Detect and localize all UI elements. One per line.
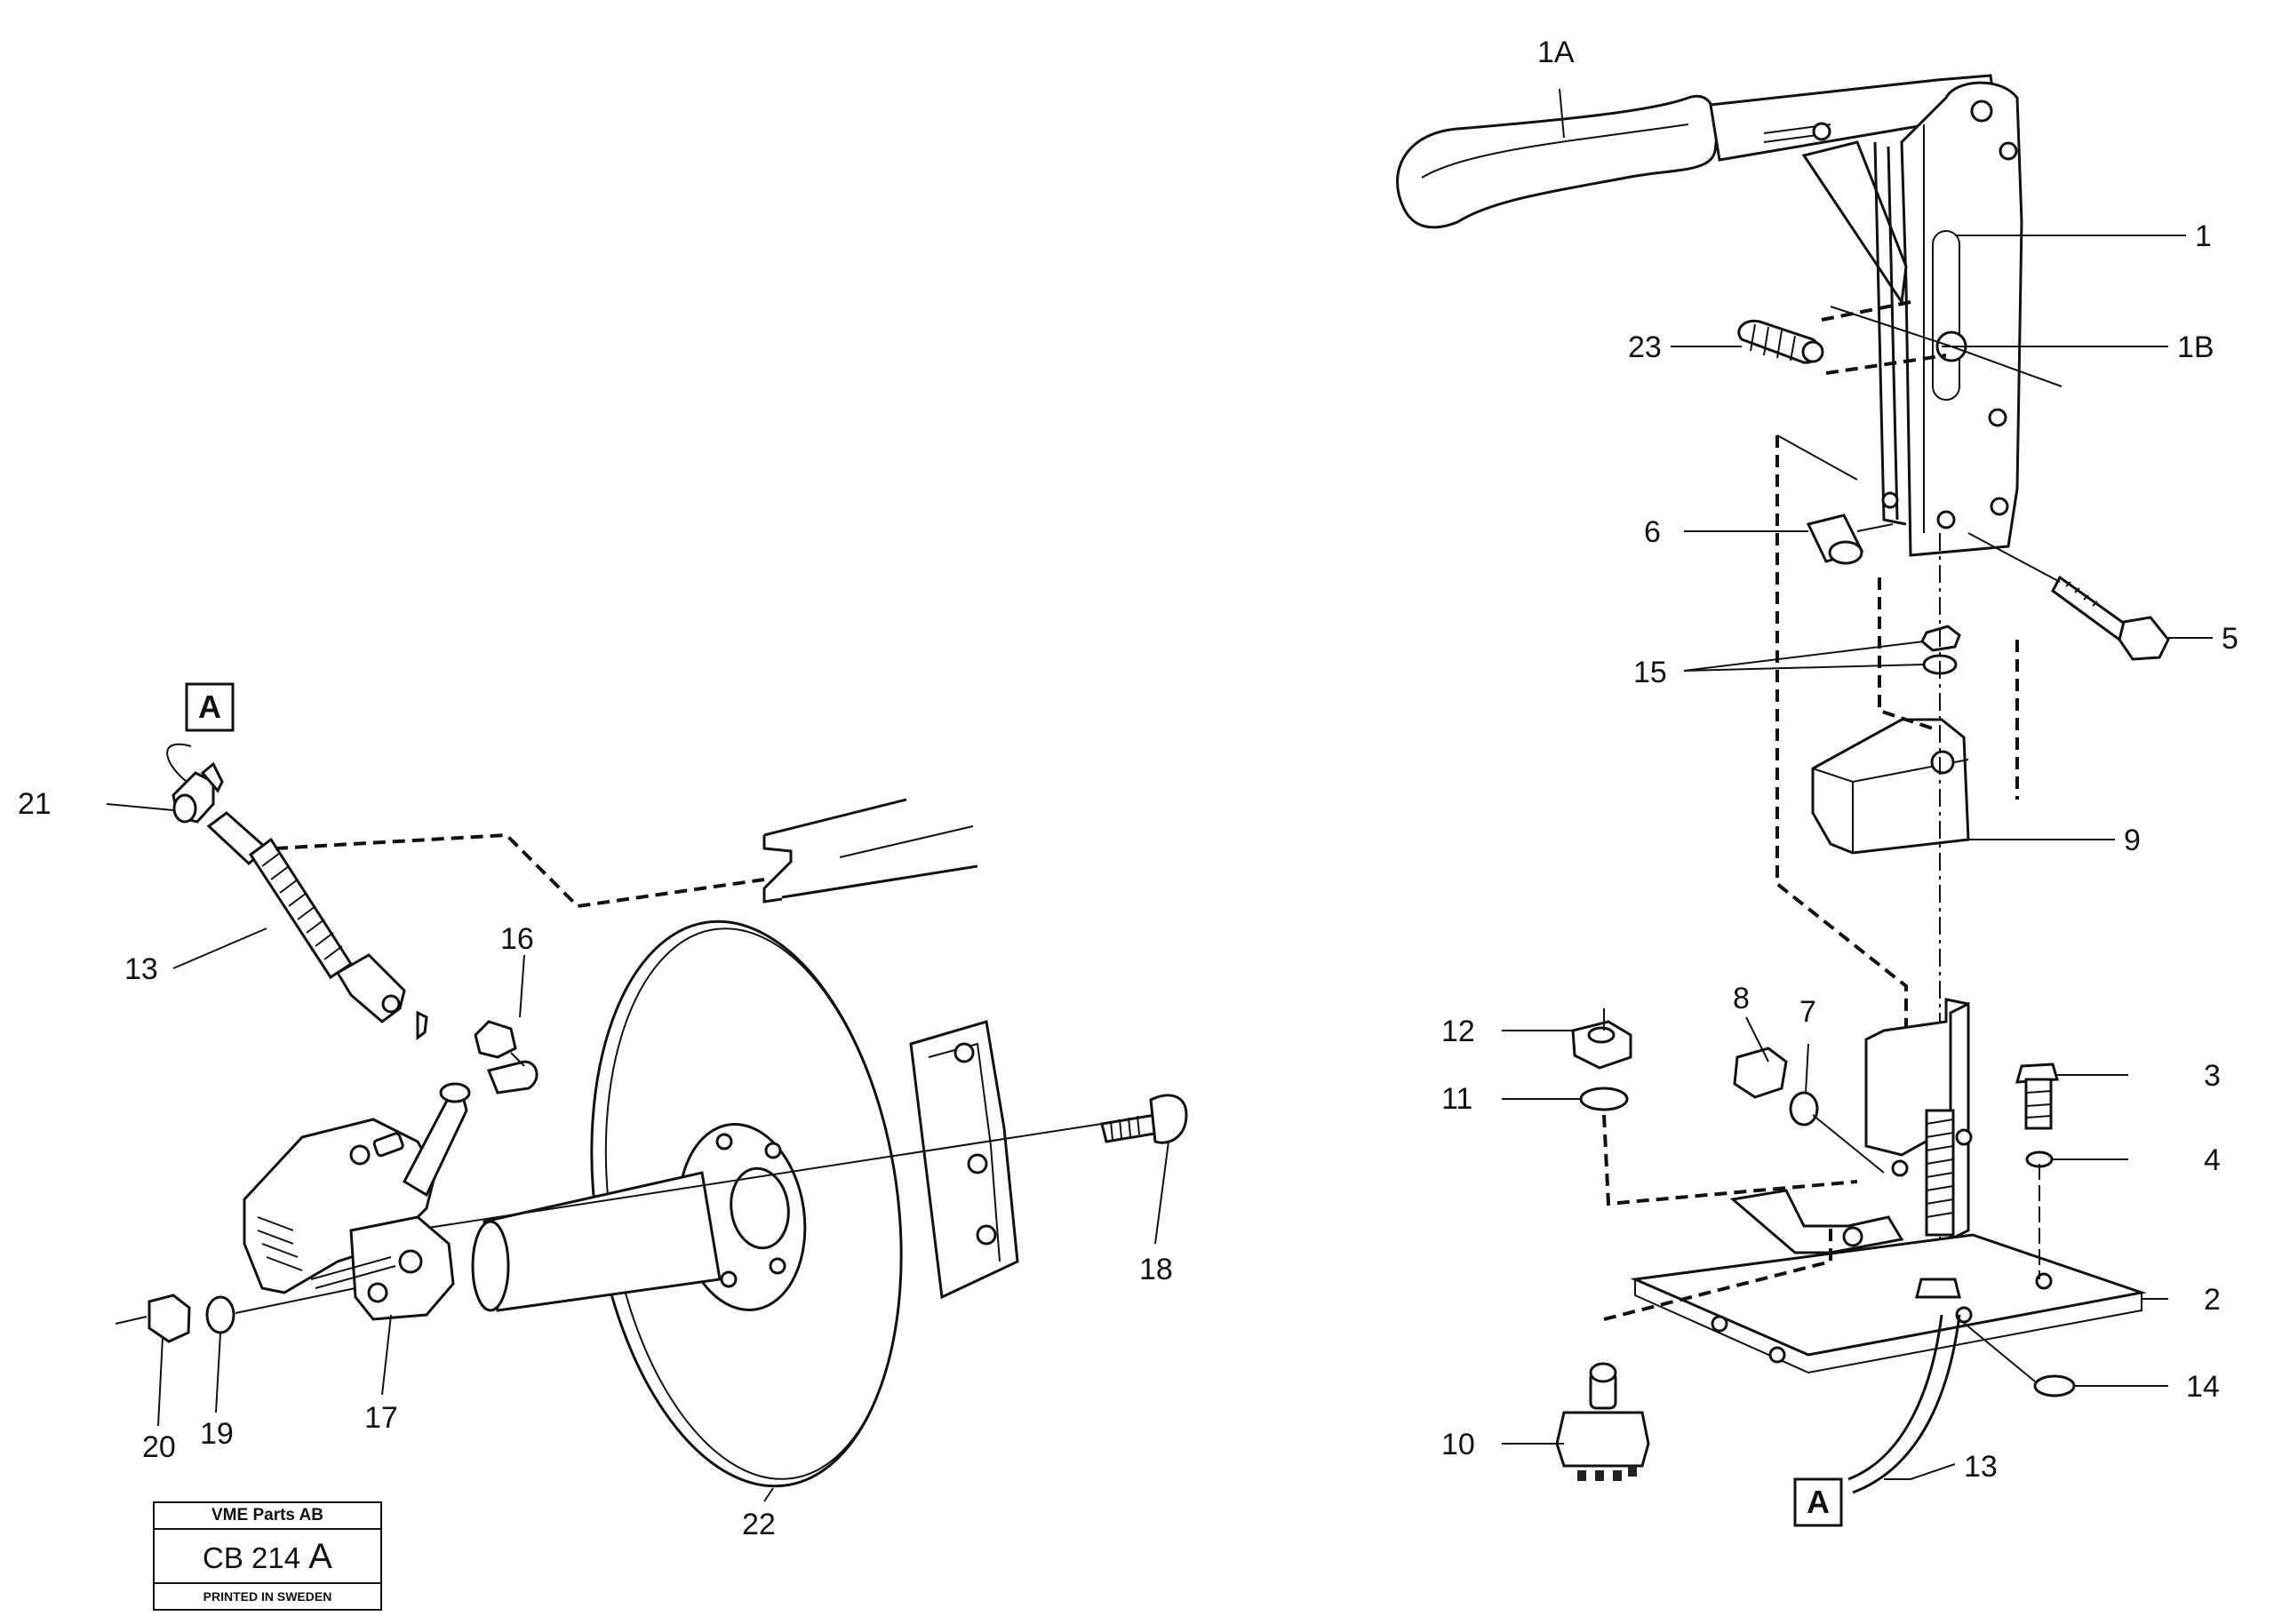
cable-fork xyxy=(172,761,224,824)
printed-notice: PRINTED IN SWEDEN xyxy=(155,1582,380,1609)
washer xyxy=(205,1295,235,1334)
callout-11: 11 xyxy=(1441,1082,1472,1116)
return-spring xyxy=(1737,319,1824,364)
nut xyxy=(1733,1047,1788,1099)
callout-9: 9 xyxy=(2124,824,2141,857)
drawing-code-suffix: A xyxy=(308,1537,332,1576)
reference-mark-right: A xyxy=(1793,1477,1843,1527)
bolt xyxy=(1100,1094,1188,1144)
screw xyxy=(2015,1063,2059,1130)
callout-1B: 1B xyxy=(2177,330,2214,364)
callout-12: 12 xyxy=(1441,1015,1475,1048)
callout-labels: 1A 1 1B 23 6 5 15 9 8 7 12 11 3 4 2 14 1… xyxy=(18,36,2238,1541)
company-name: VME Parts AB xyxy=(155,1503,380,1530)
callout-18: 18 xyxy=(1139,1253,1173,1286)
callout-7: 7 xyxy=(1799,995,1816,1029)
callout-2: 2 xyxy=(2204,1283,2221,1317)
hand-brake-lever-assembly xyxy=(1396,74,2170,1494)
callout-17: 17 xyxy=(364,1401,398,1435)
callout-15: 15 xyxy=(1633,656,1667,689)
frame-outline xyxy=(275,832,765,909)
callout-22: 22 xyxy=(742,1508,776,1541)
svg-text:A: A xyxy=(198,689,221,725)
base-plate xyxy=(1630,1233,2147,1357)
callout-1: 1 xyxy=(2195,219,2212,253)
callout-16: 16 xyxy=(500,922,534,956)
lock-nut xyxy=(1571,1020,1632,1070)
lever-handle-grip xyxy=(1396,94,1719,229)
callout-23: 23 xyxy=(1628,330,1662,364)
frame-member xyxy=(762,798,978,904)
svg-text:A: A xyxy=(1807,1484,1830,1520)
brake-caliper xyxy=(243,1118,455,1321)
callout-8: 8 xyxy=(1733,982,1750,1015)
brake-cable xyxy=(1847,1314,1943,1481)
reference-mark-left: A xyxy=(185,682,235,732)
callout-10: 10 xyxy=(1441,1428,1475,1461)
callout-14: 14 xyxy=(2186,1370,2220,1404)
callout-3: 3 xyxy=(2204,1059,2221,1093)
callout-5: 5 xyxy=(2222,622,2238,656)
brake-cable-end xyxy=(206,811,428,1040)
drawing-code: CB 214 A xyxy=(155,1530,380,1583)
washer xyxy=(1789,1091,1819,1126)
lock-clip xyxy=(474,1020,539,1095)
callout-20: 20 xyxy=(142,1430,176,1464)
lever-bracket-plate xyxy=(1900,81,2023,557)
lever-strut xyxy=(1801,140,1908,306)
drawing-code-prefix: CB 214 xyxy=(203,1541,301,1574)
lever-support-bracket xyxy=(1811,718,1970,855)
brake-light-switch xyxy=(1555,1362,1650,1481)
callout-19: 19 xyxy=(200,1417,234,1451)
callout-1A: 1A xyxy=(1537,36,1575,69)
shaft xyxy=(471,1171,722,1312)
adjusting-rod xyxy=(1915,1109,1961,1299)
flat-washer xyxy=(1579,1087,1629,1111)
leader-lines xyxy=(106,88,2213,1502)
callout-13-right: 13 xyxy=(1964,1450,1998,1484)
bushing xyxy=(1806,513,1864,565)
propeller-shaft-flange xyxy=(909,1020,1019,1300)
caliper-lever xyxy=(403,1091,468,1198)
title-block: VME Parts AB CB 214 A PRINTED IN SWEDEN xyxy=(153,1501,382,1611)
callout-4: 4 xyxy=(2204,1143,2221,1177)
bolt xyxy=(2051,575,2170,661)
callout-6: 6 xyxy=(1644,515,1661,549)
nut xyxy=(148,1294,191,1343)
callout-13-left: 13 xyxy=(124,952,158,986)
callout-21: 21 xyxy=(18,787,52,821)
parking-brake-caliper-assembly xyxy=(115,743,1188,1488)
spring-washer xyxy=(2033,1374,2076,1397)
